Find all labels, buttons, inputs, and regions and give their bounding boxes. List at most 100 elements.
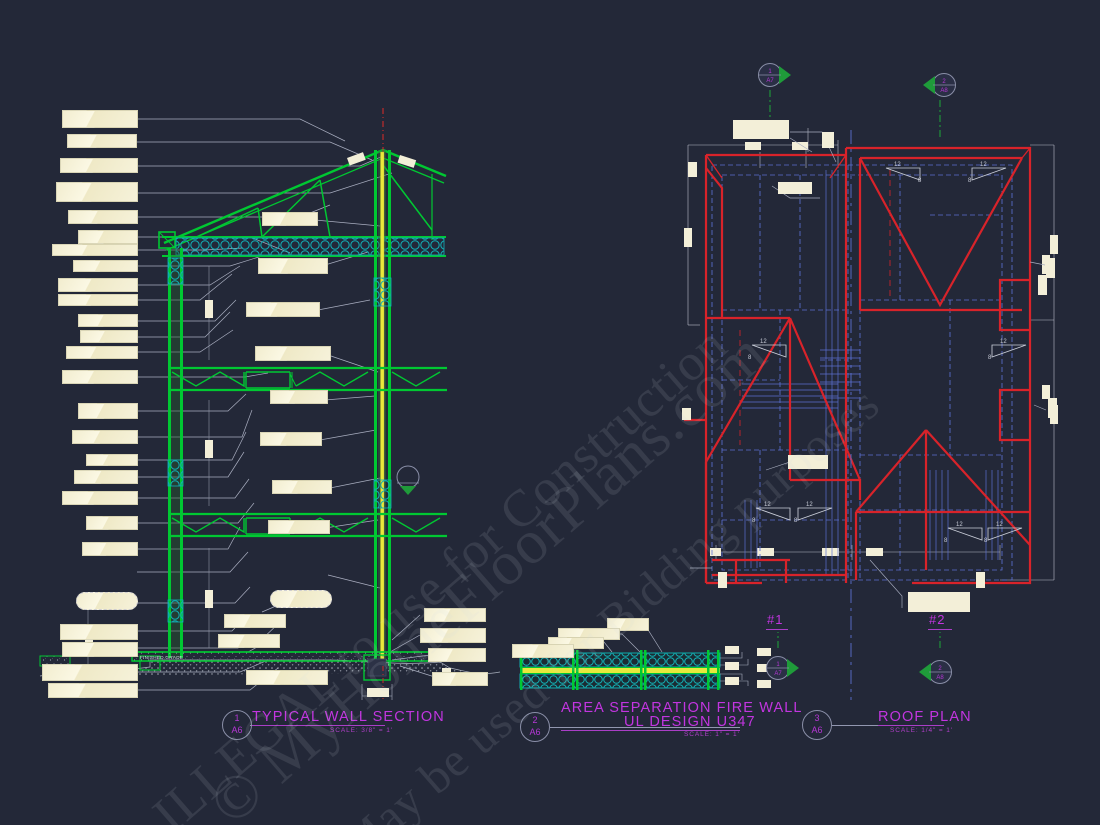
label-redacted: [246, 302, 320, 317]
title-underline: [252, 725, 385, 726]
detail-number: 3: [814, 713, 820, 723]
detail-scale: SCALE: 1/4" = 1': [890, 727, 953, 734]
label-redacted: [68, 210, 138, 224]
svg-text:8: 8: [944, 538, 948, 544]
svg-text:12: 12: [996, 522, 1003, 528]
detail-bubble-circle: [520, 712, 550, 742]
svg-text:12: 12: [956, 522, 963, 528]
party-wall-firestops: [373, 277, 392, 509]
svg-text:8: 8: [752, 518, 756, 524]
section-cut-lines: [769, 90, 941, 648]
label-redacted: [260, 432, 322, 446]
roof-small-tags: [682, 120, 1057, 612]
detail-scale: SCALE: 3/8" = 1': [330, 727, 393, 734]
label-redacted: [607, 618, 649, 631]
roof-truss: [158, 148, 447, 257]
label-redacted-oval: [270, 590, 332, 608]
unit-tag-2: #2: [929, 612, 946, 627]
unit-tag-1: #1: [767, 612, 784, 627]
label-redacted: [255, 346, 331, 361]
label-redacted: [86, 454, 138, 466]
detail-sheet: A6: [529, 727, 541, 737]
svg-text:A8: A8: [936, 675, 944, 681]
detail-sheet: A6: [231, 725, 243, 735]
section-marker-1-top: 1 A7: [758, 63, 791, 87]
unit-tag-1-rule: [766, 629, 788, 630]
svg-text:12: 12: [806, 502, 813, 508]
svg-text:A8: A8: [940, 88, 948, 94]
detail-scale: SCALE: 1" = 1': [684, 731, 740, 738]
svg-text:8: 8: [918, 178, 922, 184]
label-redacted: [270, 390, 328, 404]
detail-title-line2: UL DESIGN U347: [624, 714, 756, 730]
detail-title: ROOF PLAN: [878, 709, 972, 725]
detail-number: 2: [532, 715, 538, 725]
detail-number: 1: [234, 713, 240, 723]
svg-text:2: 2: [938, 666, 942, 672]
roof-outline: [684, 146, 1032, 585]
label-redacted: [52, 244, 138, 256]
label-redacted: [56, 182, 138, 202]
title-underline: [561, 730, 740, 731]
label-redacted: [62, 642, 138, 657]
label-redacted: [72, 430, 138, 444]
label-redacted: [432, 672, 488, 686]
svg-text:A7: A7: [766, 78, 774, 84]
label-redacted: [60, 624, 138, 640]
walls-below-dashed: [711, 164, 1013, 581]
label-redacted: [62, 370, 138, 384]
finished-grade-label: FINISHED GRADE: [140, 655, 184, 660]
label-redacted: [258, 258, 328, 274]
label-redacted: [48, 683, 138, 698]
label-redacted: [224, 614, 286, 628]
label-redacted: [60, 158, 138, 173]
detail-bubble-2: [396, 465, 420, 495]
label-redacted: [58, 294, 138, 306]
svg-text:A7: A7: [774, 671, 782, 677]
label-redacted: [428, 648, 486, 662]
label-redacted: [67, 134, 137, 148]
label-redacted: [82, 542, 138, 556]
detail-bubble-circle: [802, 710, 832, 740]
label-redacted: [512, 644, 574, 658]
label-redacted: [218, 634, 280, 648]
exterior-wall: [167, 248, 184, 658]
svg-text:12: 12: [1000, 339, 1007, 345]
label-redacted: [420, 628, 486, 643]
label-redacted: [78, 314, 138, 327]
label-redacted: [80, 330, 138, 343]
section-marker-2-top: 2 A8: [923, 73, 956, 97]
label-redacted: [62, 491, 138, 505]
svg-text:12: 12: [894, 162, 901, 168]
label-redacted: [424, 608, 486, 622]
roof-plan-drawing: 128 128 128 128 128 128 128 128: [682, 90, 1058, 700]
title-underline: [878, 725, 944, 726]
detail-sheet: A6: [811, 725, 823, 735]
svg-text:8: 8: [988, 355, 992, 361]
svg-text:8: 8: [984, 538, 988, 544]
floor-truss-lower: [170, 512, 447, 538]
label-redacted: [246, 670, 328, 685]
label-redacted: [78, 403, 138, 419]
section-marker-1-bottom: 1 A7: [766, 656, 799, 680]
svg-text:12: 12: [764, 502, 771, 508]
label-redacted: [74, 470, 138, 484]
label-redacted: [86, 516, 138, 530]
svg-text:1: 1: [776, 662, 780, 668]
label-redacted: [58, 278, 138, 292]
label-redacted: [272, 480, 332, 494]
stair-hatch: [820, 349, 860, 399]
slope-markers: [751, 167, 1027, 541]
slope-values: 128 128 128 128 128 128 128 128: [748, 162, 1007, 544]
svg-text:12: 12: [980, 162, 987, 168]
svg-text:1: 1: [768, 69, 772, 75]
label-redacted: [268, 520, 330, 534]
svg-text:12: 12: [760, 339, 767, 345]
title-rule: [550, 727, 740, 728]
label-redacted-oval: [76, 592, 138, 610]
svg-text:2: 2: [942, 79, 946, 85]
svg-text:8: 8: [794, 518, 798, 524]
